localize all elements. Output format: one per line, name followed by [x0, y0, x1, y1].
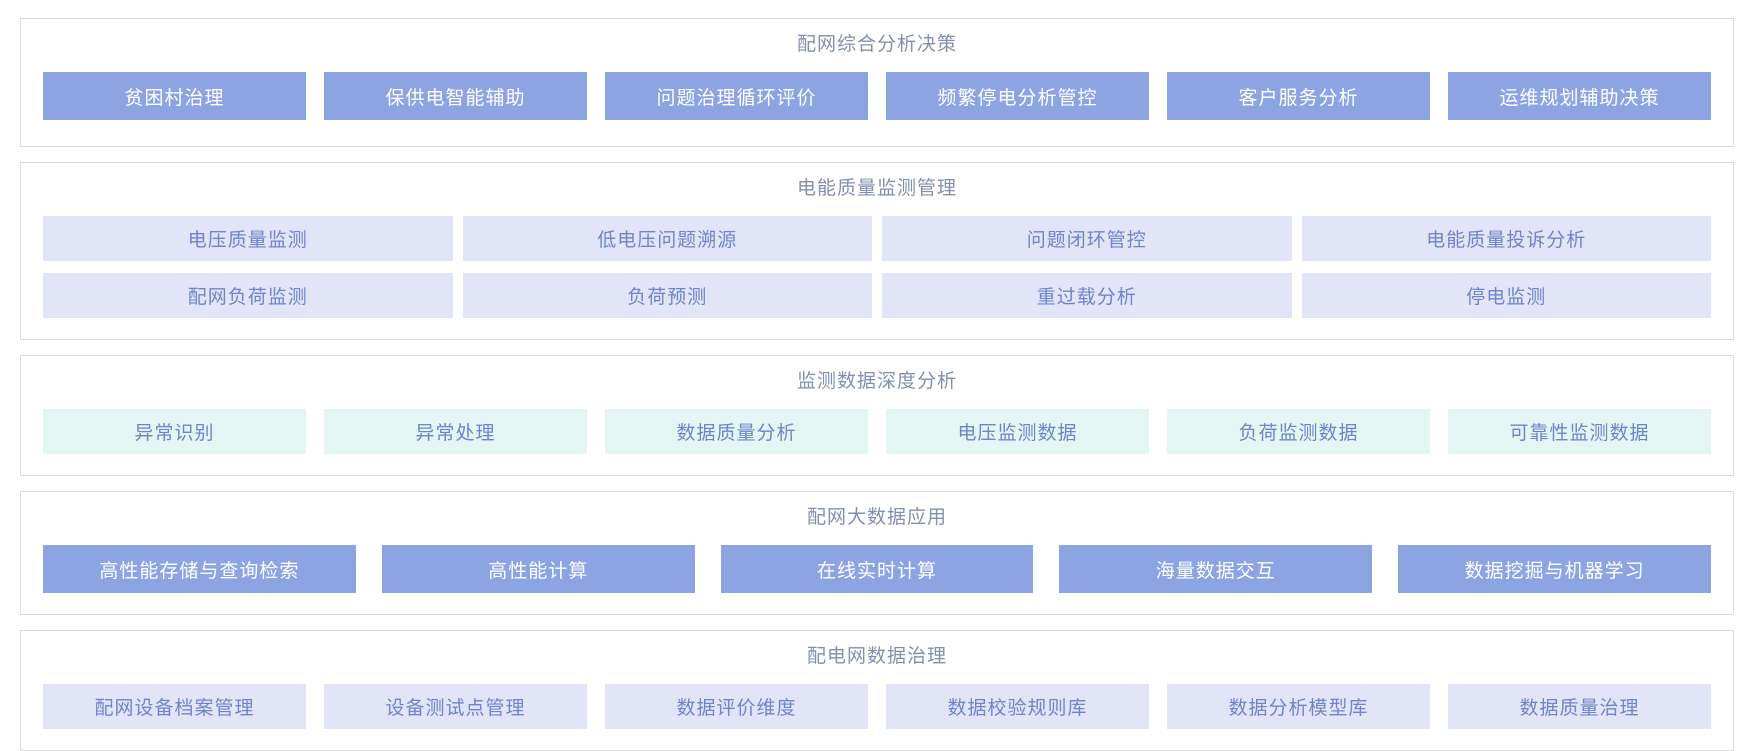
tile-button[interactable]: 问题闭环管控 — [882, 216, 1292, 261]
section-title: 配网大数据应用 — [806, 507, 947, 528]
tile-button[interactable]: 电压质量监测 — [43, 216, 453, 261]
tile-button[interactable]: 配网设备档案管理 — [43, 684, 306, 729]
button-row: 电压质量监测低电压问题溯源问题闭环管控电能质量投诉分析 — [43, 216, 1711, 261]
tile-button[interactable]: 负荷预测 — [462, 273, 872, 318]
section-title: 电能质量监测管理 — [796, 178, 957, 199]
section-power-quality-monitoring-management: 电能质量监测管理电压质量监测低电压问题溯源问题闭环管控电能质量投诉分析配网负荷监… — [20, 162, 1734, 340]
tile-button[interactable]: 负荷监测数据 — [1167, 409, 1430, 454]
tile-button[interactable]: 数据分析模型库 — [1167, 684, 1430, 729]
tile-button[interactable]: 贫困村治理 — [43, 72, 306, 120]
section-distribution-big-data-application: 配网大数据应用高性能存储与查询检索高性能计算在线实时计算海量数据交互数据挖掘与机… — [20, 491, 1734, 615]
tile-button[interactable]: 数据挖掘与机器学习 — [1398, 545, 1711, 593]
tile-button[interactable]: 运维规划辅助决策 — [1448, 72, 1711, 120]
tile-button[interactable]: 频繁停电分析管控 — [886, 72, 1149, 120]
tile-button[interactable]: 低电压问题溯源 — [462, 216, 872, 261]
button-row: 贫困村治理保供电智能辅助问题治理循环评价频繁停电分析管控客户服务分析运维规划辅助… — [43, 72, 1711, 120]
tile-button[interactable]: 问题治理循环评价 — [605, 72, 868, 120]
tile-button[interactable]: 在线实时计算 — [720, 545, 1034, 593]
architecture-diagram: 配网综合分析决策贫困村治理保供电智能辅助问题治理循环评价频繁停电分析管控客户服务… — [20, 18, 1734, 751]
tile-button[interactable]: 配网负荷监测 — [43, 273, 453, 318]
section-monitoring-data-deep-analysis: 监测数据深度分析异常识别异常处理数据质量分析电压监测数据负荷监测数据可靠性监测数… — [20, 355, 1734, 476]
tile-button[interactable]: 重过载分析 — [882, 273, 1292, 318]
tile-button[interactable]: 电压监测数据 — [886, 409, 1149, 454]
button-row: 配网负荷监测负荷预测重过载分析停电监测 — [43, 273, 1711, 318]
tile-button[interactable]: 数据质量治理 — [1448, 684, 1711, 729]
button-row: 高性能存储与查询检索高性能计算在线实时计算海量数据交互数据挖掘与机器学习 — [43, 545, 1711, 593]
tile-button[interactable]: 高性能计算 — [381, 545, 695, 593]
tile-button[interactable]: 异常处理 — [324, 409, 587, 454]
tile-button[interactable]: 客户服务分析 — [1167, 72, 1430, 120]
tile-button[interactable]: 保供电智能辅助 — [324, 72, 587, 120]
button-row: 配网设备档案管理设备测试点管理数据评价维度数据校验规则库数据分析模型库数据质量治… — [43, 684, 1711, 729]
section-comprehensive-analysis-decision: 配网综合分析决策贫困村治理保供电智能辅助问题治理循环评价频繁停电分析管控客户服务… — [20, 18, 1734, 147]
tile-button[interactable]: 可靠性监测数据 — [1448, 409, 1711, 454]
tile-button[interactable]: 海量数据交互 — [1059, 545, 1373, 593]
tile-button[interactable]: 设备测试点管理 — [324, 684, 587, 729]
tile-button[interactable]: 停电监测 — [1301, 273, 1711, 318]
tile-button[interactable]: 数据质量分析 — [605, 409, 868, 454]
tile-button[interactable]: 数据评价维度 — [605, 684, 868, 729]
tile-button[interactable]: 数据校验规则库 — [886, 684, 1149, 729]
section-title: 监测数据深度分析 — [796, 371, 957, 392]
tile-button[interactable]: 异常识别 — [43, 409, 306, 454]
button-row: 异常识别异常处理数据质量分析电压监测数据负荷监测数据可靠性监测数据 — [43, 409, 1711, 454]
section-distribution-network-data-governance: 配电网数据治理配网设备档案管理设备测试点管理数据评价维度数据校验规则库数据分析模… — [20, 630, 1734, 751]
section-title: 配网综合分析决策 — [796, 34, 957, 55]
tile-button[interactable]: 电能质量投诉分析 — [1301, 216, 1711, 261]
section-title: 配电网数据治理 — [806, 646, 947, 667]
tile-button[interactable]: 高性能存储与查询检索 — [43, 545, 356, 593]
